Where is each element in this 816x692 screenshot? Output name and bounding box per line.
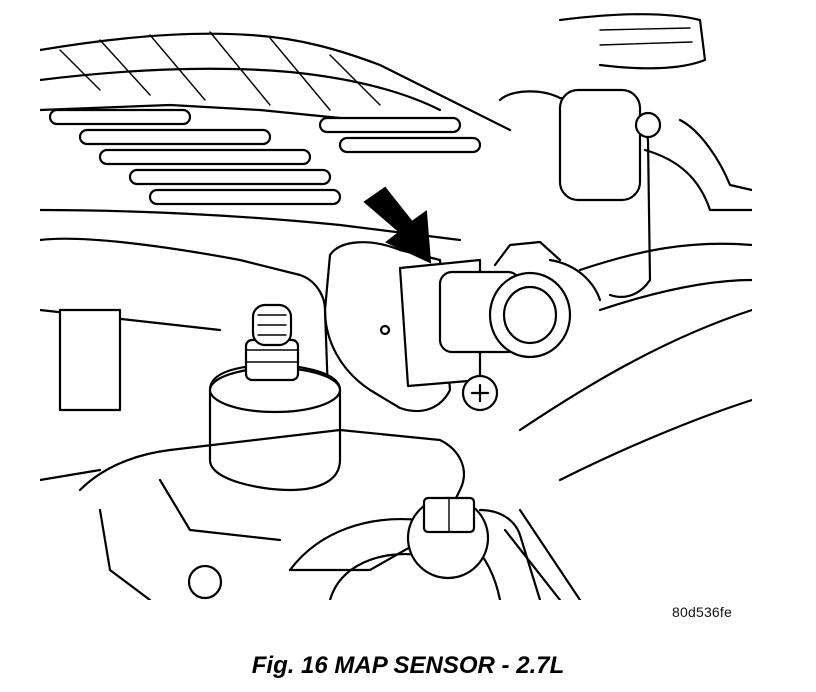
pointer-arrow	[363, 186, 432, 264]
lower-bracket	[78, 428, 582, 600]
sensor-mount	[323, 240, 602, 412]
throttle-housing	[498, 88, 752, 482]
runner-ribs	[40, 108, 482, 242]
left-panel	[40, 237, 332, 482]
figure-caption: Fig. 16 MAP SENSOR - 2.7L	[251, 652, 565, 679]
strut-mount	[208, 303, 342, 492]
reference-code: 80d536fe	[672, 604, 732, 620]
engine-illustration	[40, 10, 752, 600]
intake-manifold	[40, 13, 707, 132]
